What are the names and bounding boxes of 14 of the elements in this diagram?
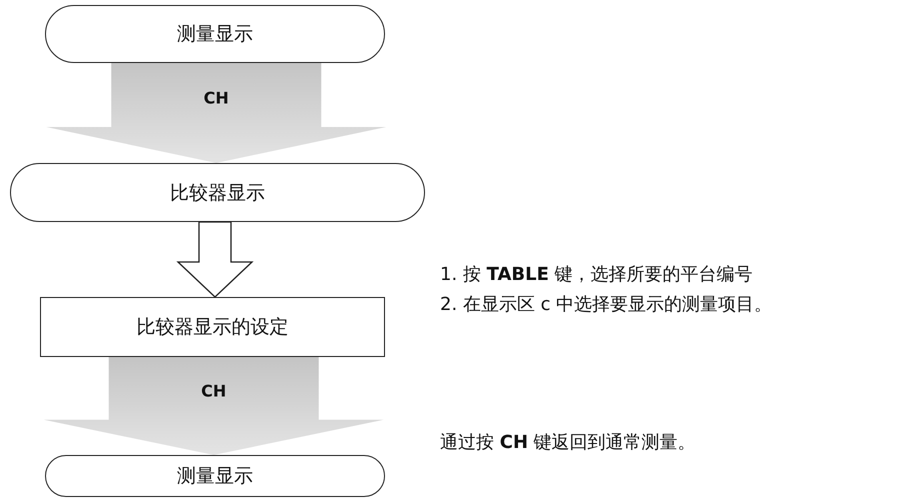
node-text: 比较器显示	[170, 180, 265, 206]
block-arrow	[44, 357, 384, 455]
note-text: 通过按 CH 键返回到通常测量。	[440, 431, 696, 454]
process-box	[40, 297, 385, 357]
edge-label: CH	[204, 88, 229, 108]
note-text: 1. 按 TABLE 键，选择所要的平台编号	[440, 263, 753, 286]
terminal-shape	[45, 455, 385, 497]
block-arrow	[46, 63, 386, 163]
note-text: 2. 在显示区 c 中选择要显示的测量项目。	[440, 293, 772, 316]
hollow-arrow	[176, 221, 254, 298]
node-text: 比较器显示的设定	[136, 315, 288, 340]
node-text: 测量显示	[177, 464, 253, 489]
edge-label: CH	[201, 382, 226, 401]
node-text: 测量显示	[177, 22, 253, 47]
